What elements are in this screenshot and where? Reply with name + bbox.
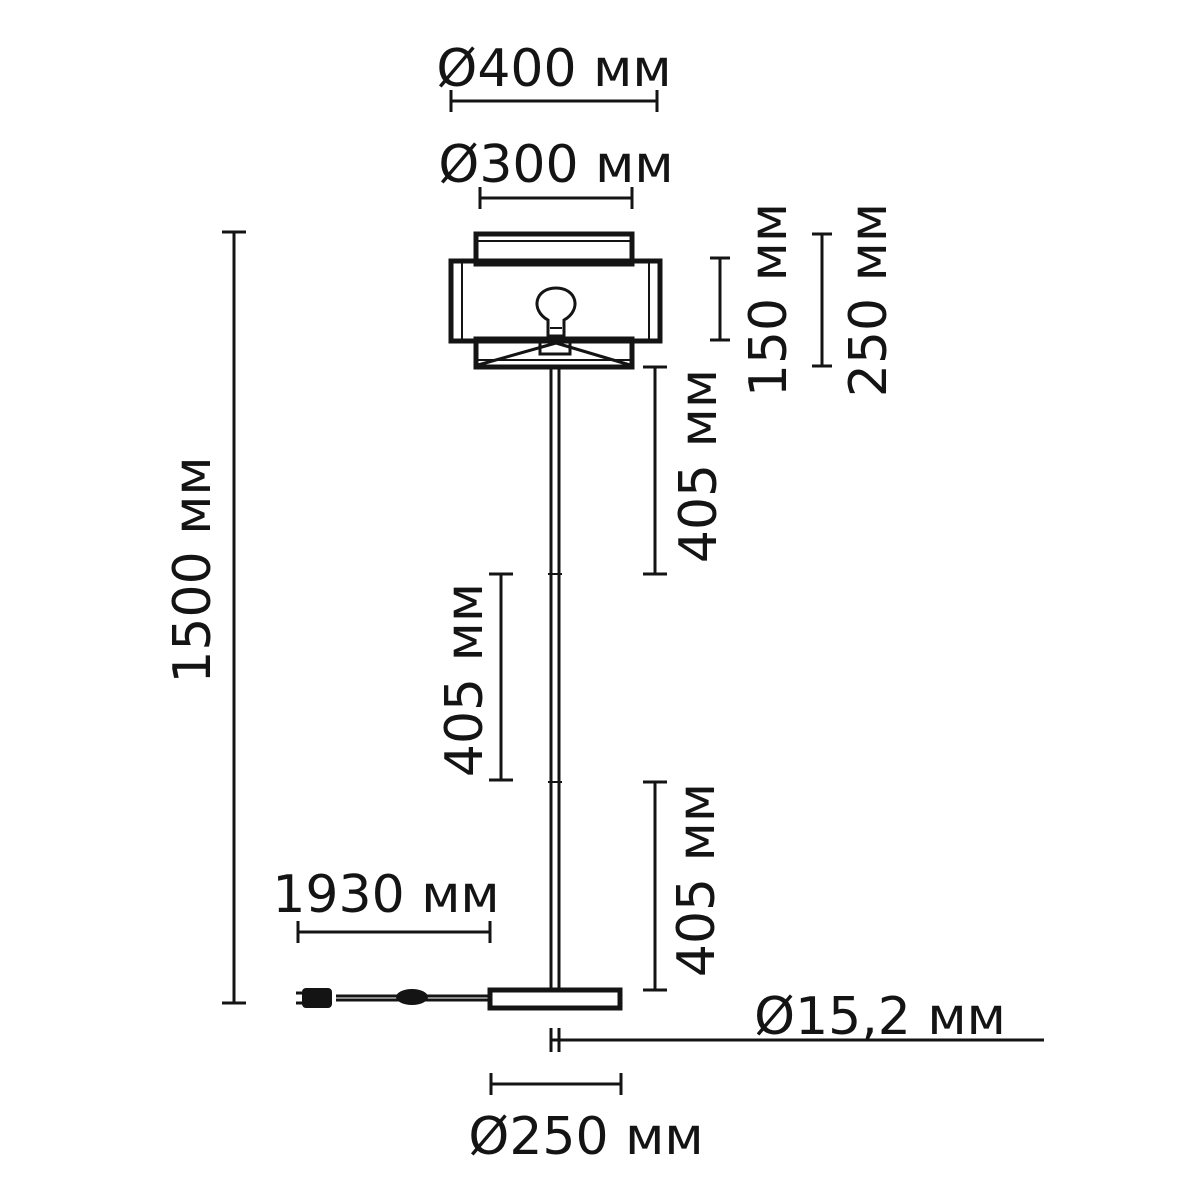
label-shade-total-height: 250 мм [839,203,899,397]
lamp-base [487,987,623,1011]
label-shade-inner-diameter: Ø300 мм [438,135,673,195]
label-rod-segment-bottom: 405 мм [667,783,727,977]
label-cable-length: 1930 мм [272,865,499,925]
lamp-stand [487,367,623,1011]
outer-shade-top [473,231,635,267]
label-rod-diameter: Ø15,2 мм [754,987,1006,1047]
label-rod-segment-middle: 405 мм [435,583,495,777]
dimension-labels: Ø400 мм Ø300 мм 150 мм 250 мм 1500 мм 40… [163,39,1006,1167]
label-shade-outer-diameter: Ø400 мм [436,39,671,99]
power-cable [296,988,490,1008]
light-bulb [535,286,577,338]
power-plug [302,988,332,1008]
dimension-lines [222,90,1044,1095]
lamp-shade [448,231,663,370]
inline-switch [396,989,428,1005]
label-base-diameter: Ø250 мм [468,1107,703,1167]
label-rod-segment-top: 405 мм [669,369,729,563]
label-inner-shade-height: 150 мм [739,203,799,397]
label-total-height: 1500 мм [163,456,223,683]
